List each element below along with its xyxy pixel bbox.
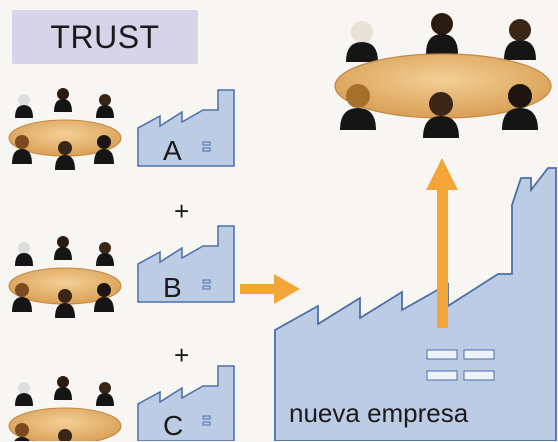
- boardroom-icon-large: [334, 13, 552, 138]
- person-back: [504, 19, 536, 60]
- person-front: [55, 141, 75, 170]
- person-front: [58, 429, 72, 441]
- person-back: [15, 242, 33, 266]
- person-back: [54, 236, 72, 260]
- arrow-up-icon: [426, 158, 458, 328]
- person-front: [94, 135, 114, 164]
- person-back: [54, 88, 72, 112]
- boardroom-icon-b: [8, 236, 122, 318]
- new-company-label: nueva empresa: [289, 398, 469, 428]
- company-label-c: C: [163, 410, 184, 441]
- factory-icon-b: [137, 225, 235, 303]
- table-ellipse: [8, 407, 122, 441]
- boardroom-icon-a: [8, 88, 122, 170]
- person-back: [96, 94, 114, 118]
- person-front: [94, 283, 114, 312]
- person-back: [54, 376, 72, 400]
- person-front: [55, 289, 75, 318]
- arrow-right-icon: [240, 274, 300, 304]
- title: TRUST: [50, 18, 160, 55]
- person-back: [15, 94, 33, 118]
- company-label-a: A: [163, 135, 182, 166]
- company-label-b: B: [163, 272, 182, 303]
- person-back: [96, 382, 114, 406]
- plus-operator-1: +: [174, 196, 190, 226]
- plus-operator-2: +: [174, 340, 190, 370]
- person-front: [12, 283, 32, 312]
- person-back: [96, 242, 114, 266]
- factory-icon-large: [274, 167, 557, 441]
- person-front: [12, 135, 32, 164]
- person-front: [502, 84, 538, 130]
- person-front: [423, 92, 459, 138]
- person-front: [340, 84, 376, 130]
- person-back: [15, 382, 33, 406]
- person-back: [346, 21, 378, 62]
- person-back: [426, 13, 458, 54]
- person-front: [14, 423, 30, 441]
- boardroom-icon-c: [8, 376, 122, 441]
- factory-icon-a: [137, 89, 235, 167]
- title-box: [12, 10, 198, 64]
- factory-icon-c: [137, 365, 235, 441]
